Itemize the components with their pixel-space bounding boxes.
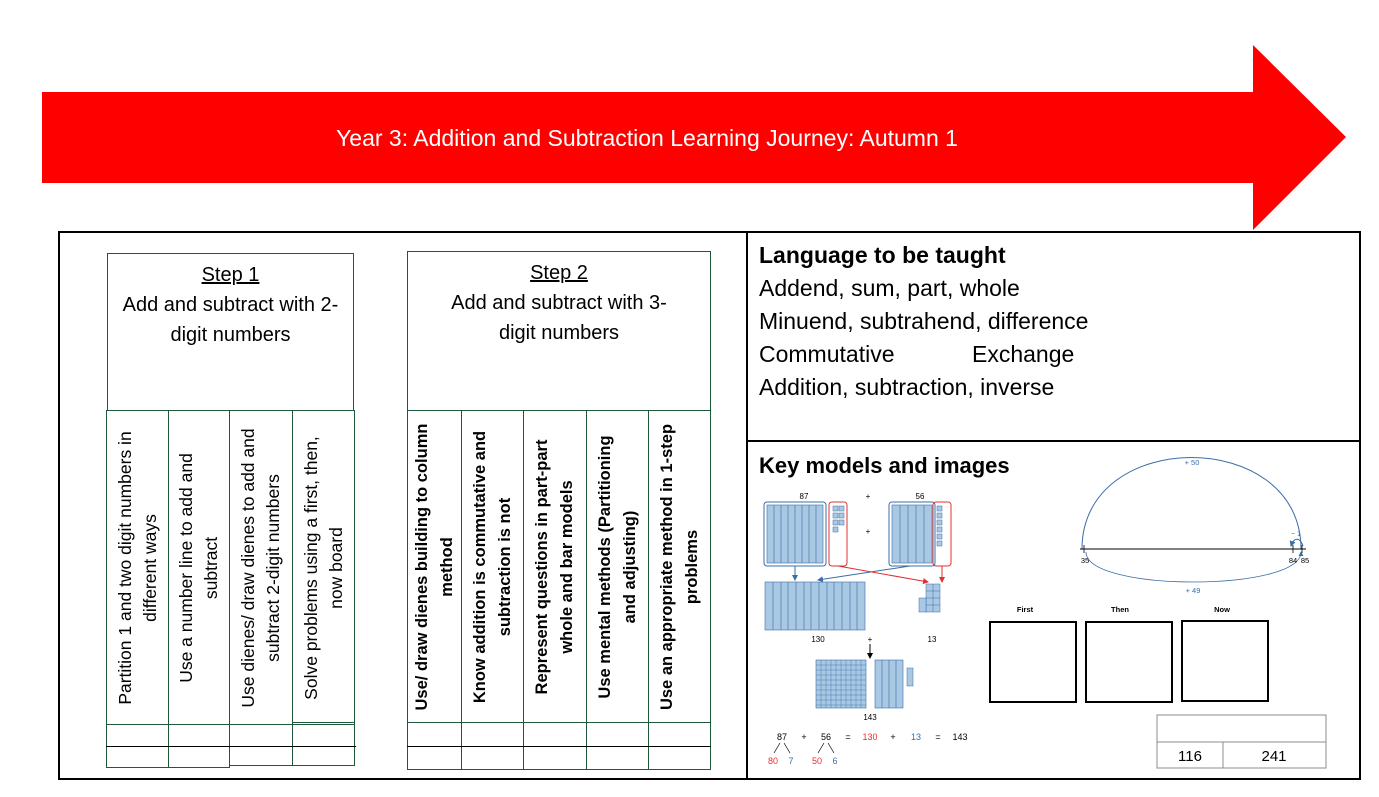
ftn-first-box	[989, 621, 1077, 703]
ftn-now-box	[1181, 620, 1269, 702]
step1-column-4-text: Solve problems using a first, then, now …	[300, 435, 346, 700]
dienes-ten-sum: 130	[811, 635, 825, 644]
step2-column-2: Know addition is commutative and subtrac…	[461, 410, 524, 723]
step1-subtitle: Add and subtract with 2-digit numbers	[122, 294, 339, 346]
number-line-top-label: + 50	[1185, 458, 1200, 467]
number-line-start: 35	[1081, 556, 1089, 565]
eq-d: 13	[911, 732, 921, 742]
step2-column-1-text: Use/ draw dienes building to column meth…	[412, 423, 456, 710]
step1-cell-4	[292, 722, 355, 766]
step2-column-1: Use/ draw dienes building to column meth…	[407, 410, 462, 723]
frame-divider-vertical	[746, 231, 748, 780]
bar-right-value: 241	[1261, 748, 1286, 765]
step1-title: Step 1	[201, 264, 260, 286]
step2-column-3-text: Represent questions in part-part whole a…	[533, 439, 576, 694]
key-models-illustration: 87 + 56 +	[763, 457, 1327, 769]
dienes-plus-1: +	[866, 492, 871, 501]
tens-rods-87	[766, 504, 824, 564]
number-line-small-label: − 1	[1291, 531, 1301, 538]
language-line-1: Addend, sum, part, whole	[759, 275, 1020, 301]
number-line-mid: 84	[1289, 556, 1297, 565]
eq-a-tens: 80	[768, 756, 778, 766]
dienes-label-b: 56	[916, 492, 925, 501]
step1-column-2: Use a number line to add and subtract	[168, 410, 230, 725]
language-heading: Language to be taught	[759, 242, 1006, 268]
step2-column-4-text: Use mental methods (Partitioning and adj…	[595, 434, 639, 699]
eq-op2: +	[890, 732, 895, 742]
step2-column-4: Use mental methods (Partitioning and adj…	[586, 410, 649, 723]
hundred-square-143	[815, 659, 914, 709]
step1-header: Step 1 Add and subtract with 2-digit num…	[107, 253, 354, 411]
eq-a-ones: 7	[788, 756, 793, 766]
language-line-4: Addition, subtraction, inverse	[759, 374, 1055, 400]
step2-row-line	[407, 746, 711, 747]
dienes-plus-3: +	[868, 635, 873, 644]
eq-eq1: =	[845, 732, 850, 742]
step1-column-1-text: Partition 1 and two digit numbers in dif…	[114, 430, 160, 705]
ones-cubes-56	[936, 505, 943, 547]
eq-b-ones: 6	[832, 756, 837, 766]
main-frame	[58, 231, 1361, 780]
number-line-bottom-label: + 49	[1186, 586, 1201, 595]
bar-left-value: 116	[1178, 748, 1202, 765]
tens-rods-130	[764, 581, 866, 631]
dienes-plus-2: +	[866, 527, 871, 536]
ones-cubes-13	[918, 583, 941, 613]
step1-cell-3	[229, 724, 293, 766]
eq-b-tens: 50	[812, 756, 822, 766]
language-line-3a: Commutative	[759, 341, 895, 367]
step2-title: Step 2	[530, 262, 588, 284]
step2-header: Step 2 Add and subtract with 3-digit num…	[407, 251, 711, 411]
models-heading: Key models and images	[759, 453, 1010, 478]
eq-op1: +	[801, 732, 806, 742]
eq-b: 56	[821, 732, 831, 742]
step2-subtitle: Add and subtract with 3-digit numbers	[451, 292, 667, 344]
ftn-first-label: First	[1017, 605, 1034, 614]
step2-column-5: Use an appropriate method in 1-step prob…	[648, 410, 711, 723]
step1-column-2-text: Use a number line to add and subtract	[176, 452, 221, 683]
language-line-3b: Exchange	[972, 341, 1075, 367]
step1-row-line	[106, 746, 356, 747]
dienes-one-sum: 13	[928, 635, 937, 644]
eq-e: 143	[952, 732, 967, 742]
language-line-2: Minuend, subtrahend, difference	[759, 308, 1089, 334]
ftn-then-label: Then	[1111, 605, 1129, 614]
ones-cubes-87	[832, 505, 845, 533]
number-line-model	[1080, 457, 1306, 583]
eq-eq2: =	[935, 732, 940, 742]
frame-divider-horizontal	[747, 440, 1361, 442]
step1-column-3-text: Use dienes/ draw dienes to add and subtr…	[238, 427, 283, 708]
tens-rods-56	[891, 504, 933, 564]
banner-arrow	[42, 45, 1346, 230]
step2-column-5-text: Use an appropriate method in 1-step prob…	[657, 423, 701, 710]
banner-title: Year 3: Addition and Subtraction Learnin…	[336, 125, 958, 151]
dienes-total: 143	[863, 713, 877, 722]
eq-c: 130	[862, 732, 877, 742]
ftn-now-label: Now	[1214, 605, 1230, 614]
eq-a: 87	[777, 732, 787, 742]
step2-column-3: Represent questions in part-part whole a…	[523, 410, 587, 723]
step1-column-3: Use dienes/ draw dienes to add and subtr…	[229, 410, 293, 725]
step1-column-1: Partition 1 and two digit numbers in dif…	[106, 410, 169, 725]
number-line-end: 85	[1301, 556, 1309, 565]
dienes-label-a: 87	[800, 492, 809, 501]
step2-column-2-text: Know addition is commutative and subtrac…	[470, 430, 514, 703]
ftn-then-box	[1085, 621, 1173, 703]
step1-column-4: Solve problems using a first, then, now …	[292, 410, 355, 725]
